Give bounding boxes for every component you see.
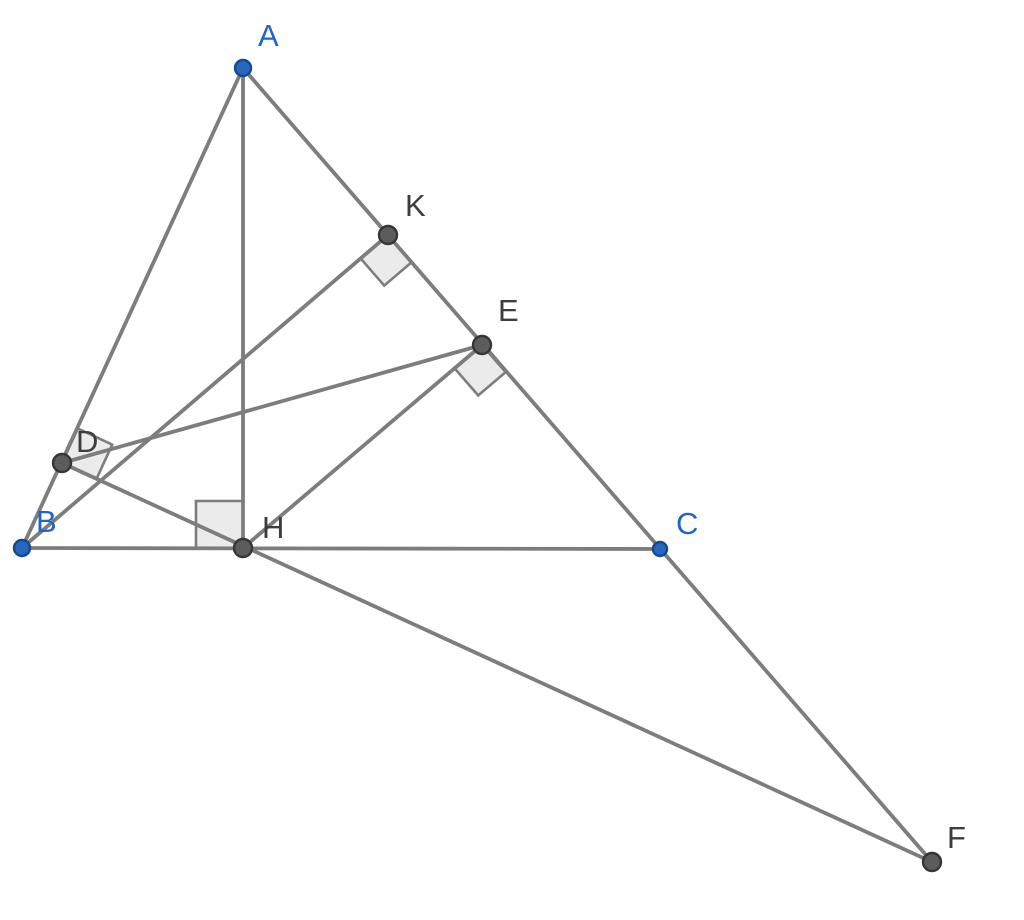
segment-BC[interactable] [20, 546, 662, 551]
point-label-A: A [258, 18, 279, 53]
point-C[interactable] [651, 540, 669, 558]
point-label-C: C [676, 506, 698, 541]
point-E[interactable] [471, 334, 493, 356]
segment-HE[interactable] [241, 343, 484, 550]
point-H[interactable] [232, 537, 254, 559]
point-B[interactable] [12, 538, 32, 558]
segment-AB[interactable] [20, 66, 245, 550]
point-D[interactable] [51, 452, 73, 474]
point-label-K: K [405, 188, 426, 223]
point-label-D: D [76, 424, 98, 459]
segment-DE[interactable] [60, 343, 484, 465]
point-label-F: F [947, 820, 966, 855]
point-label-B: B [36, 504, 57, 539]
segment-AF[interactable] [241, 66, 934, 864]
segment-DF[interactable] [60, 461, 934, 864]
segment-BK[interactable] [20, 233, 390, 550]
point-label-E: E [498, 293, 519, 328]
point-A[interactable] [233, 58, 253, 78]
point-K[interactable] [377, 224, 399, 246]
point-F[interactable] [921, 851, 943, 873]
point-label-H: H [262, 510, 284, 545]
